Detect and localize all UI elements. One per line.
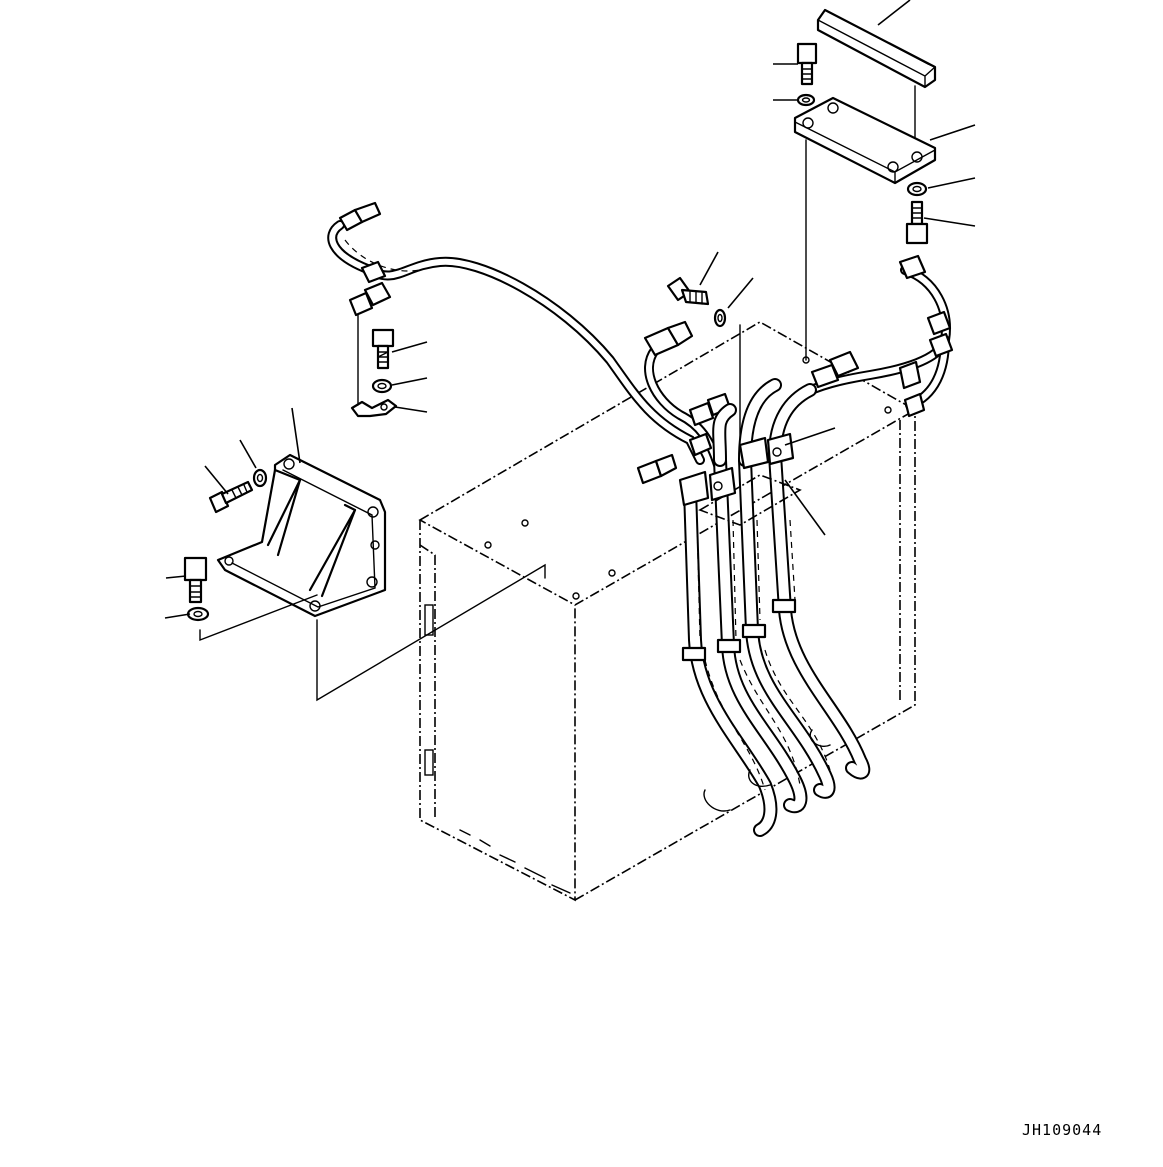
hose-bundle: [681, 378, 871, 837]
washer: [371, 378, 393, 394]
drawing-code-label: JH109044: [1022, 1121, 1103, 1139]
washer: [186, 606, 210, 622]
callout-leaders: [164, 0, 976, 619]
spacer-bar: [816, 8, 937, 89]
washer: [906, 181, 928, 197]
bolt: [208, 480, 254, 514]
mounting-plate: [793, 96, 937, 185]
washer: [350, 398, 398, 418]
bolt: [666, 276, 710, 306]
hose-clamp: [678, 432, 795, 507]
washer: [796, 93, 816, 107]
washer: [713, 308, 727, 328]
bolt: [796, 42, 818, 86]
bolt: [183, 556, 208, 604]
bolt: [905, 200, 929, 245]
washer: [252, 468, 268, 488]
bolt: [371, 328, 395, 370]
bracket: [199, 453, 546, 702]
wiring-harness: [327, 201, 954, 485]
